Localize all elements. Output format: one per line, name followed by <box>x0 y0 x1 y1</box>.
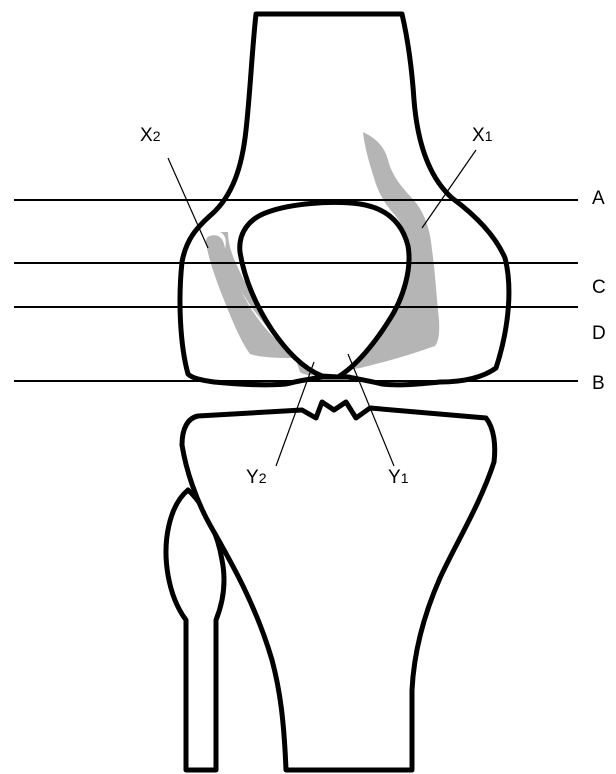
tibia <box>182 402 495 770</box>
label-y1: Y1 <box>388 468 408 487</box>
label-y2-letter: Y <box>246 467 259 488</box>
label-x2-letter: X <box>140 125 153 146</box>
label-d: D <box>592 324 606 343</box>
label-c: C <box>592 278 606 297</box>
label-x2: X2 <box>140 126 160 145</box>
label-x2-index: 2 <box>153 128 161 144</box>
label-x1-index: 1 <box>485 128 493 144</box>
label-y2: Y2 <box>246 468 266 487</box>
label-b: B <box>592 374 605 393</box>
leader-x2 <box>168 158 208 248</box>
label-a: A <box>592 189 605 208</box>
label-y1-index: 1 <box>401 470 409 486</box>
label-y2-index: 2 <box>259 470 267 486</box>
label-x1-letter: X <box>472 125 485 146</box>
label-x1: X1 <box>472 126 492 145</box>
label-y1-letter: Y <box>388 467 401 488</box>
